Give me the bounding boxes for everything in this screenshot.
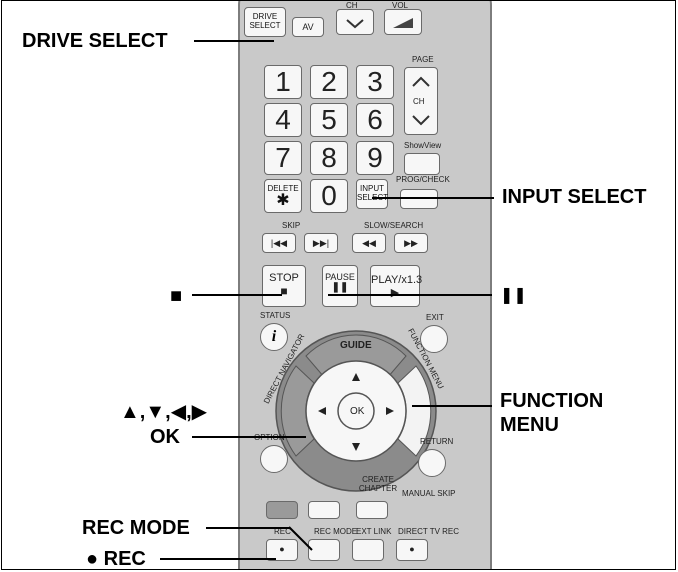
leader-ok [192,436,306,438]
navigation-ring [275,330,437,492]
callout-arrows: ▲,▼,◀,▶ [120,401,208,423]
digit-3-button[interactable]: 3 [356,65,394,99]
vol-label: VOL [392,1,409,10]
option-button[interactable] [260,445,288,473]
digit-1-button[interactable]: 1 [264,65,302,99]
ext-link-label: EXT LINK [356,527,392,536]
rewind-icon: ◀◀ [362,238,376,248]
digit-5-button[interactable]: 5 [310,103,348,137]
digit-8-button[interactable]: 8 [310,141,348,175]
digit-9-button[interactable]: 9 [356,141,394,175]
ok-button-label[interactable]: OK [350,406,365,417]
asterisk-icon: ✱ [276,192,290,209]
leader-rec-mode-diag [288,526,313,551]
leader-function-menu [412,405,492,407]
direct-tv-rec-label: DIRECT TV REC [398,527,460,536]
page-ch-rocker[interactable] [404,67,438,135]
showview-button[interactable] [404,153,440,175]
callout-pause: ❚❚ [500,287,527,304]
av-button[interactable]: AV [292,17,324,37]
callout-drive-select: DRIVE SELECT [22,30,168,52]
stop-label: STOP [269,272,299,284]
chevron-down-icon [346,19,364,29]
slow-search-label: SLOW/SEARCH [364,221,424,230]
prog-check-button[interactable] [400,189,438,209]
channel-down-button[interactable] [336,9,374,35]
pause-label: PAUSE [325,272,355,282]
digit-2-button[interactable]: 2 [310,65,348,99]
skip-label: SKIP [282,221,301,230]
info-icon: i [271,328,277,345]
record-dot-icon: ● [279,544,285,554]
pause-button[interactable]: PAUSE ❚❚ [322,265,358,307]
blank-button-1[interactable] [266,501,298,519]
stop-icon: ■ [280,284,288,298]
rec-label: REC [274,527,291,536]
status-button[interactable]: i [260,323,288,351]
delete-label: DELETE [267,184,299,193]
callout-function-menu-2: MENU [500,414,559,436]
volume-icon [393,18,413,28]
stop-button[interactable]: STOP ■ [262,265,306,307]
pause-icon: ❚❚ [331,282,349,293]
callout-function-menu-1: FUNCTION [500,390,604,412]
exit-label: EXIT [426,313,444,322]
manual-skip-label: MANUAL SKIP [402,489,456,498]
prog-check-label: PROG/CHECK [396,175,450,184]
ch-label-2: CH [413,97,425,106]
skip-forward-icon: ▶▶| [312,238,330,248]
showview-label: ShowView [404,141,442,150]
rec-button[interactable]: ● [266,539,298,561]
digit-4-button[interactable]: 4 [264,103,302,137]
ch-label: CH [346,1,358,10]
guide-label: GUIDE [340,340,372,351]
leader-rec [160,558,276,560]
digit-0-button[interactable]: 0 [310,179,348,213]
return-label: RETURN [420,437,454,446]
rec-mode-label: REC MODE [314,527,358,536]
record-dot-icon-2: ● [409,544,415,554]
leader-rec-mode-h [206,527,290,529]
create-chapter-label: CREATE CHAPTER [358,475,398,493]
remote-control: DRIVE SELECT AV CH VOL 1 2 3 4 5 6 7 8 9… [238,1,492,569]
volume-down-button[interactable] [384,9,422,35]
skip-forward-button[interactable]: ▶▶| [304,233,338,253]
fast-forward-icon: ▶▶ [404,238,418,248]
digit-7-button[interactable]: 7 [264,141,302,175]
input-select-button[interactable]: INPUT SELECT [356,179,388,209]
rec-mode-button[interactable] [308,539,340,561]
page-label: PAGE [412,55,434,64]
ext-link-button[interactable] [352,539,384,561]
status-label: STATUS [260,311,291,320]
play-label: PLAY/x1.3 [371,274,423,286]
leader-stop [192,294,282,296]
return-button[interactable] [418,449,446,477]
fast-forward-button[interactable]: ▶▶ [394,233,428,253]
leader-pause [328,294,492,296]
leader-drive-select [194,40,274,42]
callout-stop: ■ [170,285,183,307]
leader-input-select [372,197,494,199]
rewind-button[interactable]: ◀◀ [352,233,386,253]
play-icon: ▶ [390,287,400,299]
skip-back-button[interactable]: |◀◀ [262,233,296,253]
drive-select-button[interactable]: DRIVE SELECT [244,7,286,37]
skip-back-icon: |◀◀ [270,238,288,248]
play-button[interactable]: PLAY/x1.3 ▶ [370,265,423,307]
digit-6-button[interactable]: 6 [356,103,394,137]
exit-button[interactable] [420,325,448,353]
callout-ok: OK [150,426,180,448]
chevron-up-icon [412,76,430,126]
callout-input-select: INPUT SELECT [502,186,647,208]
blank-button-2[interactable] [308,501,340,519]
direct-tv-rec-button[interactable]: ● [396,539,428,561]
callout-rec-mode: REC MODE [82,517,190,539]
delete-button[interactable]: DELETE ✱ [264,179,302,213]
callout-rec: ● REC [86,548,146,570]
create-chapter-button[interactable] [356,501,388,519]
